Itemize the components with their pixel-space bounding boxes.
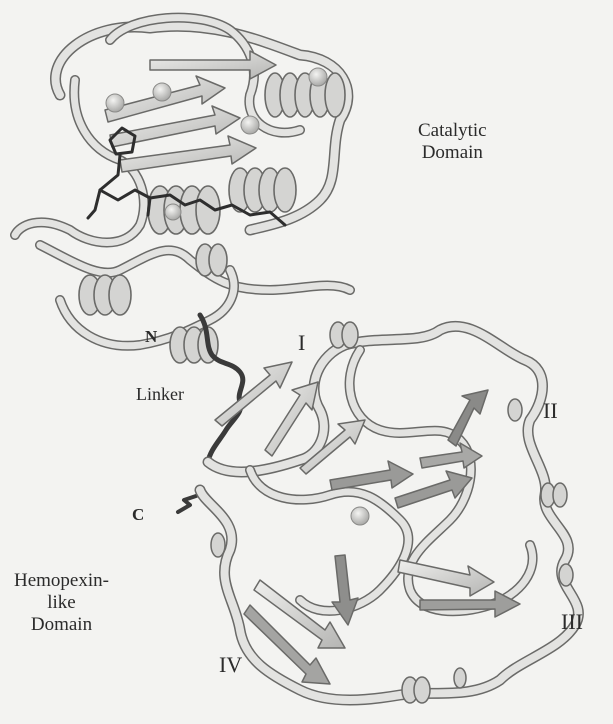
- zinc-ion: [165, 204, 181, 220]
- blade-label-ii: II: [543, 398, 558, 423]
- hemopexin-domain-label: Hemopexin- like Domain: [14, 570, 109, 636]
- linker-label: Linker: [136, 384, 184, 405]
- hemopexin-domain-label-line2: like: [14, 592, 109, 614]
- calcium-ion: [241, 116, 259, 134]
- calcium-ion: [309, 68, 327, 86]
- catalytic-domain-label-line1: Catalytic: [418, 120, 487, 142]
- c-terminus-label: C: [132, 505, 144, 525]
- zinc-ion: [106, 94, 124, 112]
- blade-label-iv: IV: [219, 652, 242, 677]
- hemopexin-domain-label-line1: Hemopexin-: [14, 570, 109, 592]
- catalytic-domain-label: Catalytic Domain: [418, 120, 487, 164]
- calcium-ion: [351, 507, 369, 525]
- blade-label-i: I: [298, 330, 305, 355]
- calcium-ion: [153, 83, 171, 101]
- n-terminus-label: N: [145, 327, 157, 347]
- catalytic-domain-ribbon: [15, 18, 350, 363]
- c-terminal-tail: [178, 496, 196, 512]
- hemopexin-domain-ribbon: [200, 322, 578, 703]
- catalytic-domain-label-line2: Domain: [418, 142, 487, 164]
- linker-chain: [200, 315, 243, 462]
- hemopexin-domain-label-line3: Domain: [14, 614, 109, 636]
- blade-label-iii: III: [561, 609, 583, 634]
